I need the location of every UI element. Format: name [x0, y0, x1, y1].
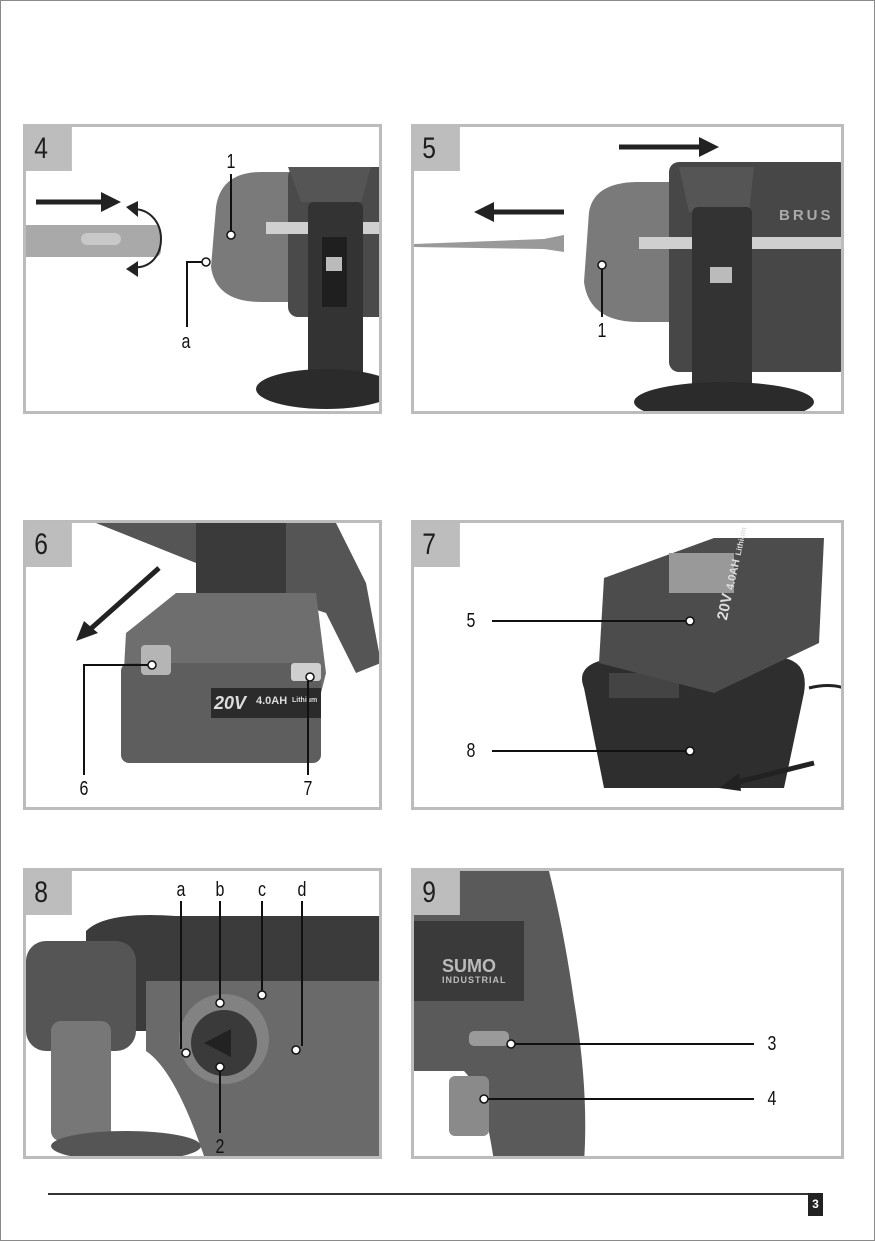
brand-subtitle-text: INDUSTRIAL	[442, 975, 507, 985]
callout-1: 1	[226, 151, 236, 173]
figure-8: 8 a b c d 2	[23, 868, 382, 1159]
figure-number: 8	[26, 871, 72, 915]
callout-b: b	[215, 879, 225, 901]
footer-rule	[48, 1193, 809, 1195]
callout-d: d	[297, 879, 307, 901]
callout-a: a	[176, 879, 186, 901]
callout-4: 4	[767, 1088, 777, 1110]
figure-7: 7 20V 4.0AH Lithium 5 8	[411, 520, 844, 810]
figure-number: 7	[414, 523, 460, 567]
callout-1: 1	[597, 320, 607, 342]
callout-8: 8	[466, 740, 476, 762]
page-number: 3	[808, 1193, 823, 1216]
figure-number: 4	[26, 127, 72, 171]
battery-type-text: Lithium	[292, 697, 318, 704]
callout-7: 7	[303, 778, 313, 800]
figure-6: 6 20V 4.0AH Lithium 6 7	[23, 520, 382, 810]
callout-5: 5	[466, 610, 476, 632]
figure-9: 9 SUMO INDUSTRIAL 3 4	[411, 868, 844, 1159]
brand-logo-text: SUMO	[442, 956, 496, 976]
figure-number: 9	[414, 871, 460, 915]
callout-c: c	[258, 879, 266, 901]
mode-selector-photo	[26, 915, 379, 1156]
callout-3: 3	[767, 1033, 777, 1055]
figure-number: 5	[414, 127, 460, 171]
drill-chuck-photo	[26, 167, 379, 409]
battery-removal-photo	[76, 523, 379, 763]
brand-text: BRUS	[779, 207, 834, 224]
figure-4: 4 1 a	[23, 124, 382, 414]
battery-capacity-text: 4.0AH	[256, 695, 288, 707]
callout-6: 6	[79, 778, 89, 800]
callout-a: a	[181, 331, 191, 353]
trigger-switch-photo	[414, 871, 586, 1156]
battery-charger-photo	[582, 538, 841, 791]
drill-bit-inserted-photo	[414, 137, 841, 411]
figure-5: 5 BRUS 1	[411, 124, 844, 414]
figure-number: 6	[26, 523, 72, 567]
battery-voltage-text: 20V	[214, 693, 247, 713]
callout-2: 2	[215, 1136, 225, 1158]
